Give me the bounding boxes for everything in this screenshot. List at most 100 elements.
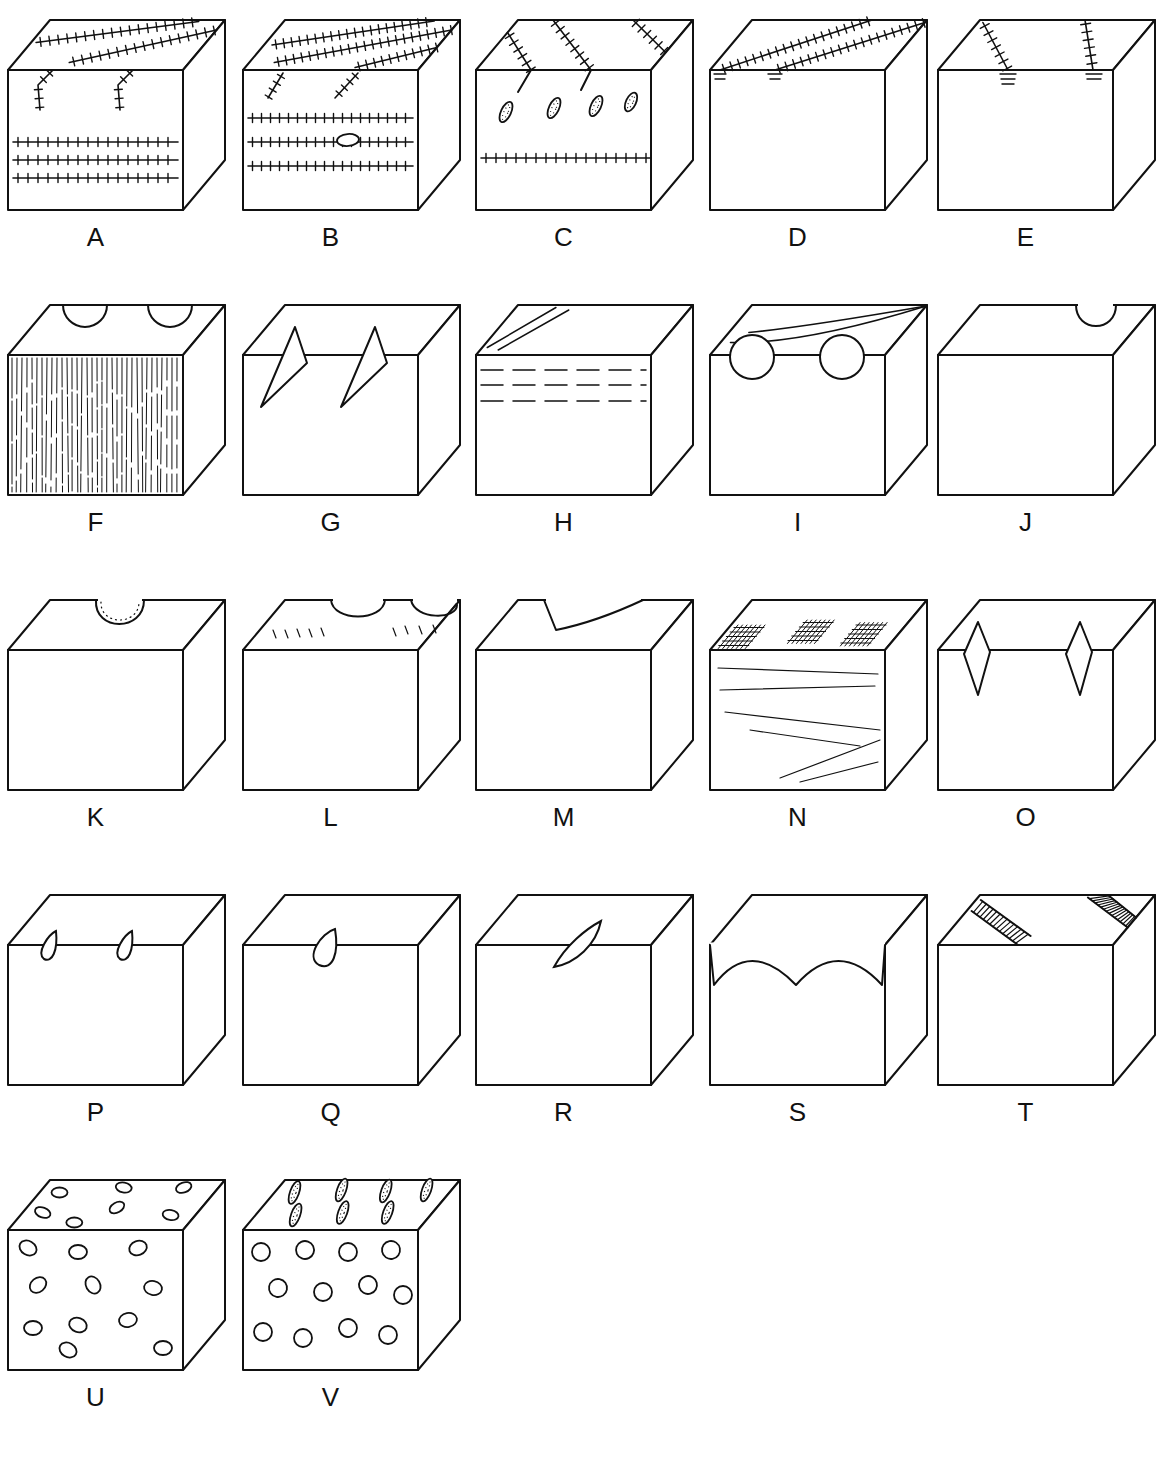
block-front [8, 70, 183, 210]
pebble [143, 1280, 163, 1297]
sketch-line [633, 20, 666, 53]
pebble [174, 1180, 192, 1195]
pebble [82, 1274, 103, 1297]
block-sketch [8, 895, 225, 1085]
figure-letter: J [1019, 509, 1032, 535]
sketch-line [62, 358, 64, 492]
sketch-line [840, 623, 887, 647]
pebble-dots [291, 1206, 300, 1224]
wedge [261, 327, 307, 407]
sketch-line [101, 358, 102, 492]
sketch-line [335, 73, 358, 98]
block-front [8, 650, 183, 790]
block-sketch [710, 305, 927, 495]
sketch-line [56, 358, 58, 492]
sketch-line [333, 598, 457, 603]
sketch-line [487, 308, 556, 348]
block-front [8, 945, 183, 1085]
sketch-line [106, 358, 107, 492]
sketch-line [166, 358, 167, 492]
block-front [476, 945, 651, 1085]
figure-letter: N [788, 804, 807, 830]
pebble-dots [422, 1181, 431, 1199]
sketch-line [114, 70, 132, 107]
lens [1066, 622, 1092, 695]
sketch-line [720, 20, 872, 70]
pebble [254, 1323, 272, 1341]
block-side [183, 20, 225, 210]
block-side [885, 600, 927, 790]
block-sketch [8, 305, 225, 495]
sketch-line [98, 598, 142, 603]
sketch-line [126, 358, 128, 492]
figure-letter: L [323, 804, 337, 830]
pebble [33, 1205, 51, 1220]
sketch-line [983, 23, 1008, 71]
pebble [115, 1181, 132, 1194]
pebble-dots [338, 1204, 347, 1222]
pebble [57, 1339, 80, 1360]
block-sketch [243, 1177, 460, 1370]
block-side [885, 20, 927, 210]
sketch-line [67, 358, 69, 492]
sketch-line [749, 306, 926, 333]
figure-letter: Q [320, 1099, 340, 1125]
pebble [287, 1202, 304, 1228]
sketch-line [137, 358, 138, 492]
block-side [651, 305, 693, 495]
hole [730, 335, 774, 379]
figure-letter: O [1015, 804, 1035, 830]
pebble [379, 1326, 397, 1344]
sketch-line [544, 600, 643, 630]
sketch-line [151, 358, 153, 492]
sketch-line [12, 358, 13, 492]
sketch-line [131, 358, 133, 492]
block-side [418, 1180, 460, 1370]
sketch-line [18, 156, 168, 165]
block-front [243, 355, 418, 495]
block-side [1113, 895, 1155, 1085]
block-sketch [710, 895, 927, 1085]
block-front [243, 70, 418, 210]
block-sketch [243, 895, 460, 1085]
block-side [885, 895, 927, 1085]
block-sketch [8, 600, 225, 790]
block-front [476, 70, 651, 210]
pebble [17, 1237, 40, 1258]
figure-letter: M [553, 804, 575, 830]
sketch-line [1078, 303, 1113, 308]
pebble [69, 1245, 87, 1259]
figure-letter: F [88, 509, 104, 535]
sketch-line [1076, 305, 1116, 326]
sketch-line [248, 165, 413, 167]
block-sketch [8, 1180, 225, 1370]
block-front [8, 355, 183, 495]
sketch-line [273, 625, 436, 638]
pebble [377, 1178, 394, 1204]
pebble [418, 1177, 435, 1203]
sketch-line [778, 19, 926, 74]
sketch-line [358, 43, 438, 71]
lens [554, 921, 601, 967]
pebble [545, 96, 563, 120]
block-front [243, 1230, 418, 1370]
block-front [710, 355, 885, 495]
figure-letter: D [788, 224, 807, 250]
sketch-line [336, 73, 358, 96]
sketch-line [21, 358, 22, 492]
sketch-line [277, 26, 452, 67]
block-sketch [938, 20, 1155, 210]
sketch-line [16, 358, 18, 492]
block-front [710, 650, 885, 790]
sketch-line [42, 358, 43, 492]
block-sketch [938, 895, 1155, 1085]
block-sketch [938, 305, 1155, 495]
sketch-line [63, 305, 107, 327]
figure-letter: S [789, 1099, 806, 1125]
block-side [651, 20, 693, 210]
pebble-dots [290, 1184, 299, 1202]
figure-letter: T [1018, 1099, 1034, 1125]
sketch-line [787, 620, 834, 644]
sketch-line [117, 358, 118, 492]
pebble [27, 1274, 50, 1296]
